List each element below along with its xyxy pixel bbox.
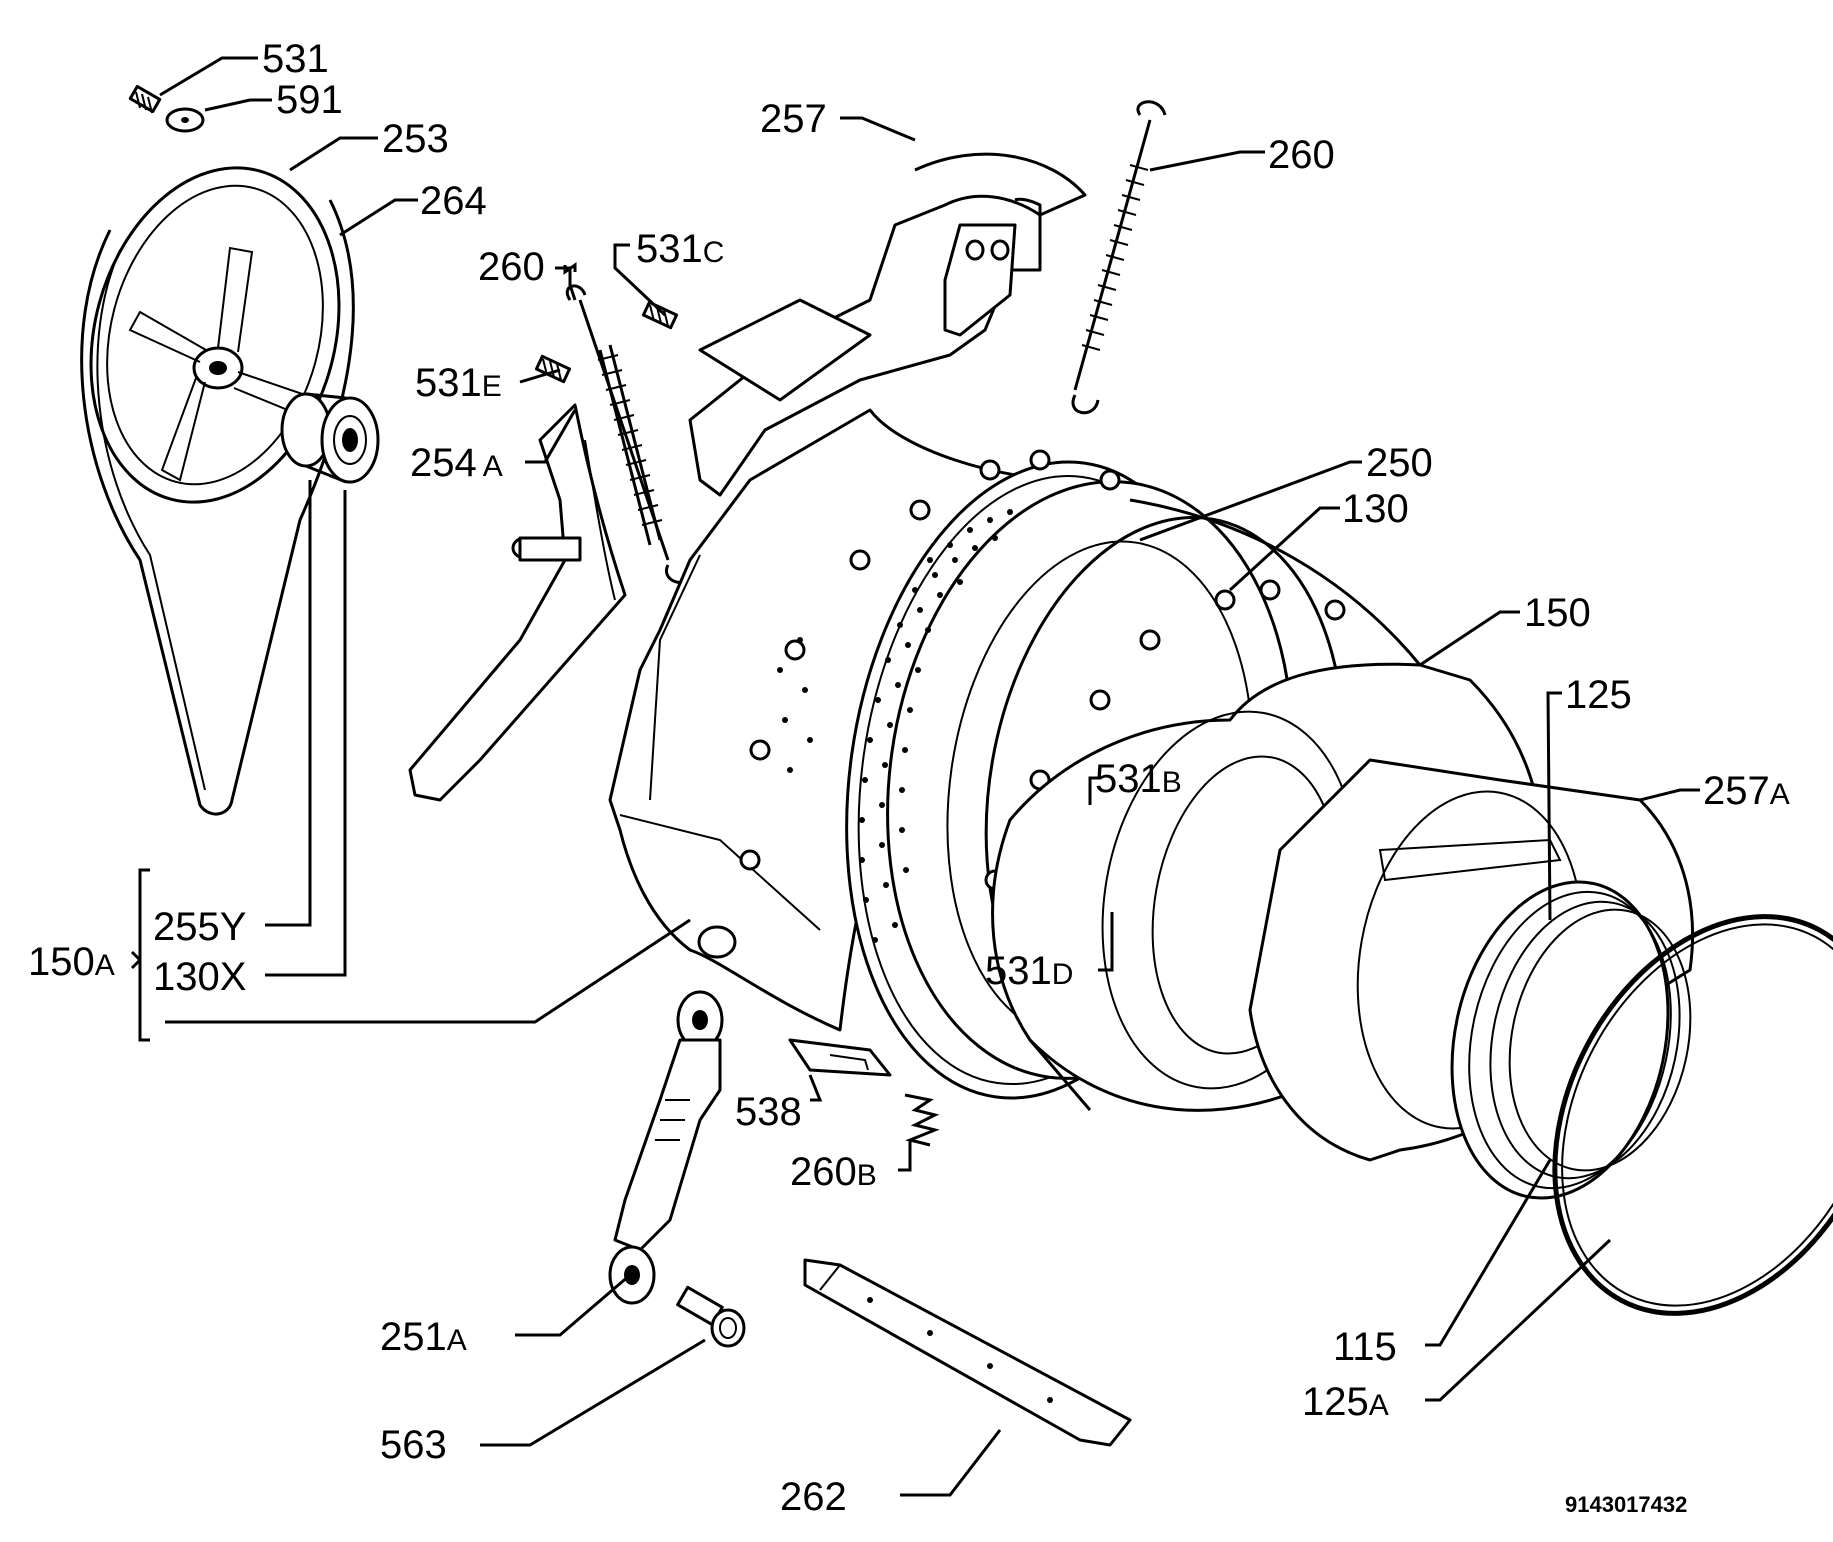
bracket-254a-drawing: [408, 403, 627, 802]
label-260-left: 260: [478, 245, 545, 289]
clamp-ring-125a-drawing: [1552, 914, 1833, 1316]
label-130: 130: [1342, 487, 1409, 531]
label-591: 591: [276, 78, 343, 122]
weight-257-drawing: [688, 152, 1087, 497]
label-260-right: 260: [1268, 133, 1335, 177]
pulley-drawing: [80, 166, 355, 816]
label-262: 262: [780, 1475, 847, 1519]
spring-right-drawing: [1071, 100, 1167, 415]
screw-washer-drawing: [128, 84, 205, 133]
label-257a: 257A: [1703, 769, 1790, 813]
bellows-125-drawing: [1450, 880, 1692, 1200]
label-531d: 531D: [985, 949, 1073, 993]
part-labels: 531 591 253 264 257 260 260 531C 531E 25…: [28, 37, 1790, 1519]
label-253: 253: [382, 117, 449, 161]
clip-260b-drawing: [904, 1093, 940, 1147]
label-264: 264: [420, 179, 487, 223]
label-125: 125: [1565, 673, 1632, 717]
label-150a: 150A: [28, 940, 115, 984]
label-260b: 260B: [790, 1150, 877, 1194]
label-563: 563: [380, 1423, 447, 1467]
label-115: 115: [1333, 1325, 1397, 1369]
label-150: 150: [1524, 591, 1591, 635]
leader-lines: [130, 56, 1700, 1497]
diagram-code: 9143017432: [1565, 1492, 1687, 1517]
label-257: 257: [760, 97, 827, 141]
bearing-drawing: [280, 392, 380, 484]
label-531b: 531B: [1095, 757, 1182, 801]
label-250: 250: [1366, 441, 1433, 485]
shock-absorber-drawing: [608, 990, 724, 1305]
label-531c: 531C: [636, 227, 724, 271]
label-251a: 251A: [380, 1315, 467, 1359]
label-531e: 531E: [415, 361, 502, 405]
bar-262-drawing: [803, 1258, 1132, 1447]
pin-563-drawing: [676, 1285, 746, 1348]
pad-538-drawing: [788, 1038, 892, 1077]
label-531: 531: [262, 37, 329, 81]
label-255y: 255Y: [153, 905, 246, 949]
label-125a: 125A: [1302, 1380, 1389, 1424]
label-130x: 130X: [153, 955, 246, 999]
label-538: 538: [735, 1090, 802, 1134]
spring-left-drawing: [565, 284, 692, 584]
